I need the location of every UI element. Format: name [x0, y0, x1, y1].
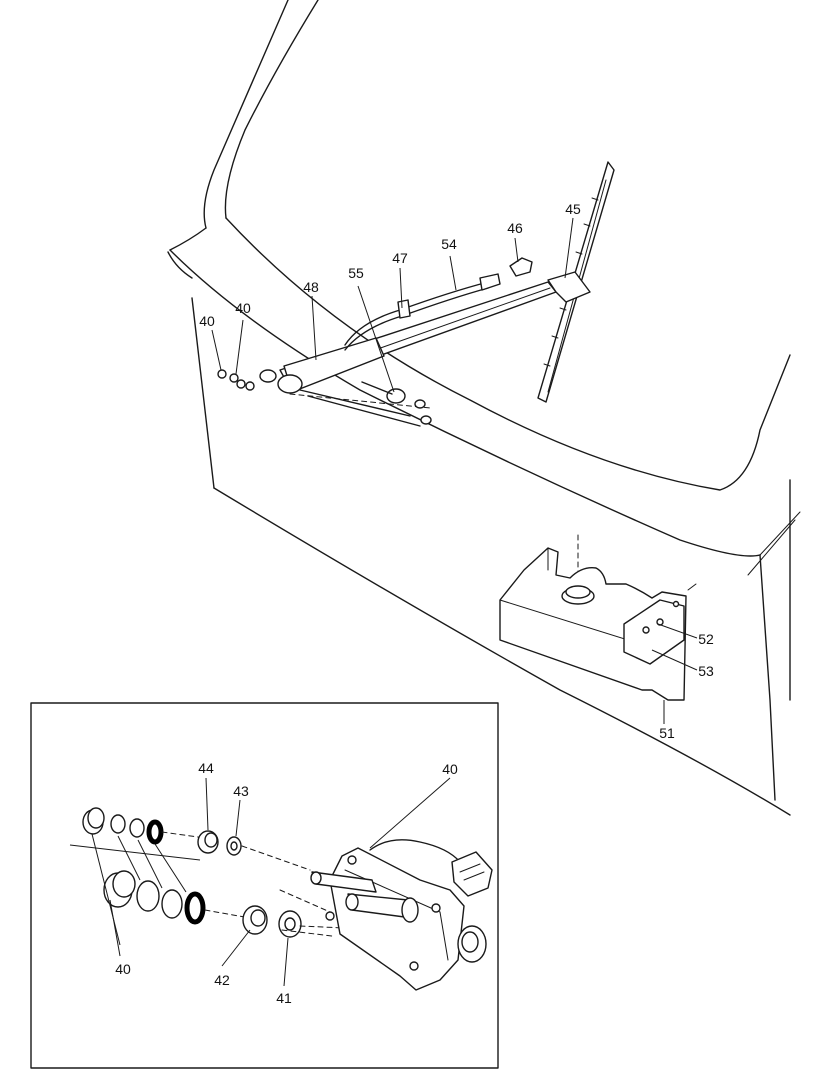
callout-41-washer: 41: [276, 990, 292, 1006]
wiper-arm: [259, 271, 591, 394]
pivot-hardware: [217, 369, 255, 391]
callout-47-clip: 47: [392, 250, 408, 266]
washer-nozzle: [509, 257, 533, 277]
callout-40-washer: 40: [235, 300, 251, 316]
inset-small-parts: [69, 807, 251, 946]
wiper-motor: [279, 839, 493, 991]
callout-48-wiper-arm: 48: [303, 279, 319, 295]
washer-hose: [344, 273, 501, 351]
vehicle-body: [167, 0, 801, 816]
leader-lines: [109, 217, 698, 987]
callout-55-link: 55: [348, 265, 364, 281]
callout-45-blade: 45: [565, 201, 581, 217]
callout-40-nut: 40: [199, 313, 215, 329]
callout-40-small-parts: 40: [115, 961, 131, 977]
callout-42-nut: 42: [214, 972, 230, 988]
callout-40-motor: 40: [442, 761, 458, 777]
callout-44-nut: 44: [198, 760, 214, 776]
callout-54-hose: 54: [441, 236, 457, 252]
linkage-rods: [289, 381, 432, 427]
callout-43-washer: 43: [233, 783, 249, 799]
callout-53: 53: [698, 663, 714, 679]
callout-46-nozzle: 46: [507, 220, 523, 236]
inset-frame: [30, 702, 499, 1069]
inset-nuts-washers: [197, 830, 346, 938]
callout-labels: 40 40 48 55 47 54 46 45 52 53 51 44 43 4…: [115, 201, 714, 1006]
callout-51-reservoir: 51: [659, 725, 675, 741]
callout-52: 52: [698, 631, 714, 647]
washer-reservoir: [499, 534, 697, 701]
